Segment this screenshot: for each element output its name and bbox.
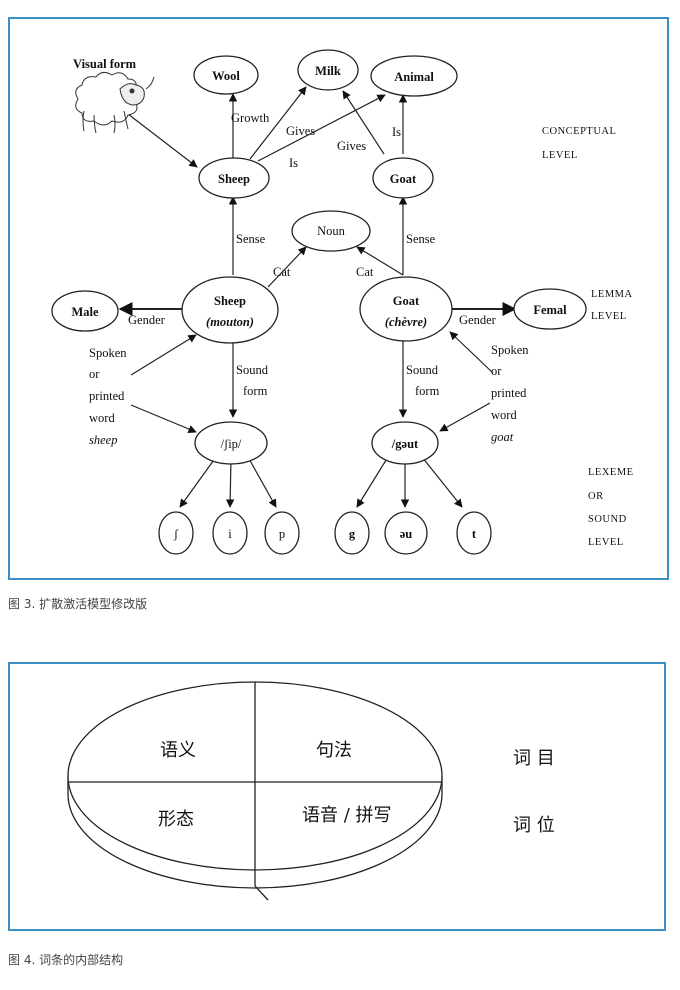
svg-text:əu: əu — [400, 527, 413, 541]
svg-text:LEXEME: LEXEME — [588, 467, 634, 478]
svg-text:Animal: Animal — [394, 70, 434, 84]
node-sheep-lemma: Sheep (mouton) — [181, 276, 279, 344]
svg-text:form: form — [243, 384, 268, 398]
svg-text:Is: Is — [289, 156, 298, 170]
lexical-entry-diagram: 语义 句法 形态 语音 / 拼写 词 目 词 位 — [67, 681, 555, 901]
svg-text:or: or — [89, 367, 100, 381]
quadrant-morphology: 形态 — [158, 809, 194, 830]
svg-text:t: t — [472, 527, 477, 541]
svg-text:Wool: Wool — [212, 69, 240, 83]
diagram-edges — [118, 86, 517, 508]
svg-text:Femal: Femal — [533, 303, 567, 317]
quadrant-syntax: 句法 — [316, 740, 352, 761]
node-sheep-form: /ʃip/ — [194, 421, 268, 465]
quadrant-phonology: 语音 / 拼写 — [302, 805, 392, 826]
svg-text:Sound: Sound — [406, 363, 439, 377]
svg-text:LEMMA: LEMMA — [591, 289, 633, 300]
svg-text:word: word — [491, 408, 517, 422]
svg-text:printed: printed — [491, 386, 527, 400]
svg-text:Growth: Growth — [231, 111, 270, 125]
figure-3-caption: 图 3. 扩散激活模型修改版 — [8, 597, 148, 611]
svg-text:LEVEL: LEVEL — [542, 150, 578, 161]
svg-text:Cat: Cat — [356, 265, 374, 279]
svg-text:Gender: Gender — [459, 313, 497, 327]
svg-text:/gəut: /gəut — [391, 437, 419, 451]
svg-text:or: or — [491, 364, 502, 378]
node-phoneme-ou: əu — [384, 511, 428, 555]
svg-text:LEVEL: LEVEL — [591, 311, 627, 322]
node-animal: Animal — [370, 55, 458, 97]
node-noun: Noun — [291, 210, 371, 252]
svg-text:Spoken: Spoken — [89, 346, 127, 360]
disc-shape — [67, 681, 443, 901]
svg-text:printed: printed — [89, 389, 125, 403]
figure-4-frame: 语义 句法 形态 语音 / 拼写 词 目 词 位 — [8, 662, 666, 931]
svg-text:(mouton): (mouton) — [206, 315, 254, 329]
svg-text:ʃ: ʃ — [173, 527, 179, 541]
side-label-lemma: 词 目 — [513, 748, 555, 769]
svg-text:p: p — [279, 527, 285, 541]
svg-text:word: word — [89, 411, 115, 425]
svg-text:Goat: Goat — [390, 172, 417, 186]
svg-text:(chèvre): (chèvre) — [385, 315, 427, 329]
node-wool: Wool — [193, 55, 259, 95]
node-phoneme-p: p — [264, 511, 300, 555]
spreading-activation-diagram: Visual form Wool Milk Animal Sheep Goat … — [51, 49, 634, 555]
svg-text:Gives: Gives — [337, 139, 366, 153]
node-female: Femal — [513, 288, 587, 330]
svg-text:Sheep: Sheep — [218, 172, 250, 186]
svg-text:i: i — [228, 527, 232, 541]
svg-text:Sound: Sound — [236, 363, 269, 377]
svg-text:Gives: Gives — [286, 124, 315, 138]
svg-text:sheep: sheep — [89, 433, 117, 447]
svg-text:Sheep: Sheep — [214, 294, 246, 308]
node-sheep-concept: Sheep — [198, 157, 270, 199]
svg-text:OR: OR — [588, 491, 604, 502]
svg-text:CONCEPTUAL: CONCEPTUAL — [542, 126, 616, 137]
svg-text:g: g — [349, 527, 356, 541]
svg-text:goat: goat — [491, 430, 514, 444]
svg-text:SOUND: SOUND — [588, 514, 627, 525]
svg-text:form: form — [415, 384, 440, 398]
svg-text:Cat: Cat — [273, 265, 291, 279]
edge-labels: Growth Gives Is Gives Is Sense Sense Cat… — [89, 111, 529, 447]
svg-text:Noun: Noun — [317, 224, 346, 238]
svg-text:/ʃip/: /ʃip/ — [221, 437, 242, 451]
svg-text:Sense: Sense — [236, 232, 266, 246]
node-phoneme-i: i — [212, 511, 248, 555]
svg-text:Sense: Sense — [406, 232, 436, 246]
node-goat-form: /gəut — [371, 421, 439, 465]
node-phoneme-g: g — [334, 511, 370, 555]
node-goat-lemma: Goat (chèvre) — [359, 276, 453, 342]
svg-text:Male: Male — [71, 305, 99, 319]
quadrant-semantics: 语义 — [160, 740, 196, 761]
node-goat-concept: Goat — [372, 157, 434, 199]
sheep-icon — [75, 71, 155, 134]
svg-text:LEVEL: LEVEL — [588, 537, 624, 548]
node-phoneme-t: t — [456, 511, 492, 555]
figure-4-caption: 图 4. 词条的内部结构 — [8, 953, 124, 967]
svg-text:Goat: Goat — [393, 294, 420, 308]
side-label-lexeme: 词 位 — [513, 815, 555, 836]
node-phoneme-sh: ʃ — [158, 511, 194, 555]
visual-form-label: Visual form — [73, 57, 137, 71]
svg-text:Is: Is — [392, 125, 401, 139]
svg-text:Gender: Gender — [128, 313, 166, 327]
svg-text:Milk: Milk — [315, 64, 341, 78]
figure-3-frame: Visual form Wool Milk Animal Sheep Goat … — [8, 17, 669, 580]
node-milk: Milk — [297, 49, 359, 91]
level-labels: CONCEPTUAL LEVEL LEMMA LEVEL LEXEME OR S… — [542, 126, 634, 548]
svg-text:Spoken: Spoken — [491, 343, 529, 357]
node-male: Male — [51, 290, 119, 332]
